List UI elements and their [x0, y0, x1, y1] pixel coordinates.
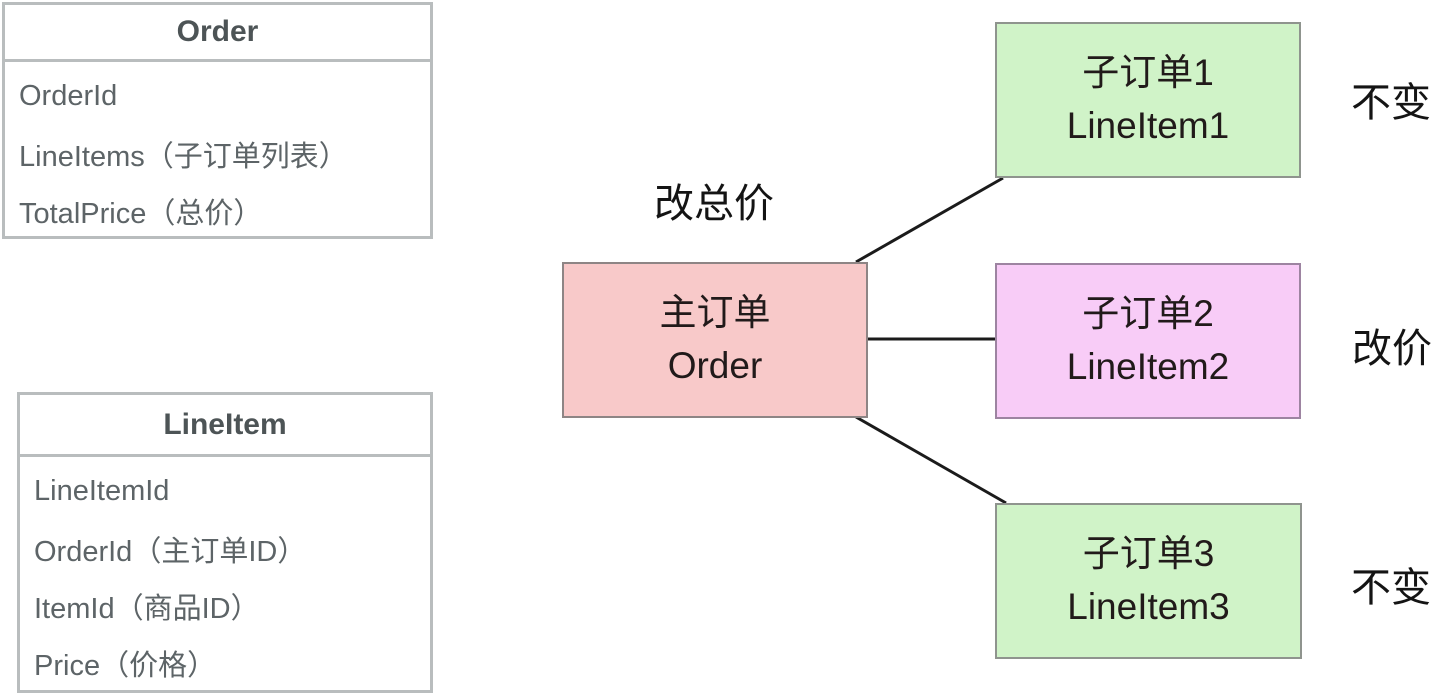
- order-entity-title: Order: [5, 5, 430, 62]
- order-entity-table: Order OrderId LineItems（子订单列表） TotalPric…: [2, 2, 433, 239]
- main-order-node: 主订单 Order: [562, 262, 868, 418]
- sub-order-node-3-subtitle: LineItem3: [1067, 586, 1230, 627]
- entity-field: ItemId（商品ID）: [34, 592, 260, 625]
- entity-field: OrderId（主订单ID）: [34, 535, 307, 568]
- entity-field: TotalPrice（总价）: [19, 197, 263, 230]
- lineitem-entity-fields: LineItemId OrderId（主订单ID） ItemId（商品ID） P…: [20, 457, 430, 691]
- sub-order-node-1-title: 子订单1: [1082, 52, 1214, 94]
- sub-order-node-3: 子订单3 LineItem3: [995, 503, 1302, 659]
- connector-line-main-to-sub1: [855, 176, 1004, 264]
- annotation-unchanged-2: 不变: [1351, 566, 1431, 610]
- entity-field: Price（价格）: [34, 649, 217, 682]
- edge-label-change-total-price: 改总价: [654, 182, 774, 226]
- lineitem-entity-title: LineItem: [20, 395, 430, 457]
- entity-field: LineItemId: [34, 475, 170, 507]
- main-order-node-title: 主订单: [659, 292, 771, 334]
- entity-field: LineItems（子订单列表）: [19, 140, 348, 173]
- sub-order-node-1-subtitle: LineItem1: [1066, 105, 1230, 146]
- order-entity-fields: OrderId LineItems（子订单列表） TotalPrice（总价）: [5, 62, 430, 239]
- annotation-unchanged-1: 不变: [1351, 81, 1431, 125]
- lineitem-entity-table: LineItem LineItemId OrderId（主订单ID） ItemI…: [17, 392, 433, 693]
- sub-order-node-2-subtitle: LineItem2: [1066, 346, 1230, 387]
- sub-order-node-1: 子订单1 LineItem1: [995, 22, 1301, 178]
- main-order-node-subtitle: Order: [667, 345, 763, 386]
- sub-order-node-3-title: 子订单3: [1082, 533, 1215, 575]
- sub-order-node-2: 子订单2 LineItem2: [995, 263, 1301, 419]
- connector-line-main-to-sub3: [855, 415, 1007, 505]
- entity-field: OrderId: [19, 80, 118, 112]
- annotation-price-changed: 改价: [1352, 327, 1432, 371]
- sub-order-node-2-title: 子订单2: [1082, 293, 1214, 335]
